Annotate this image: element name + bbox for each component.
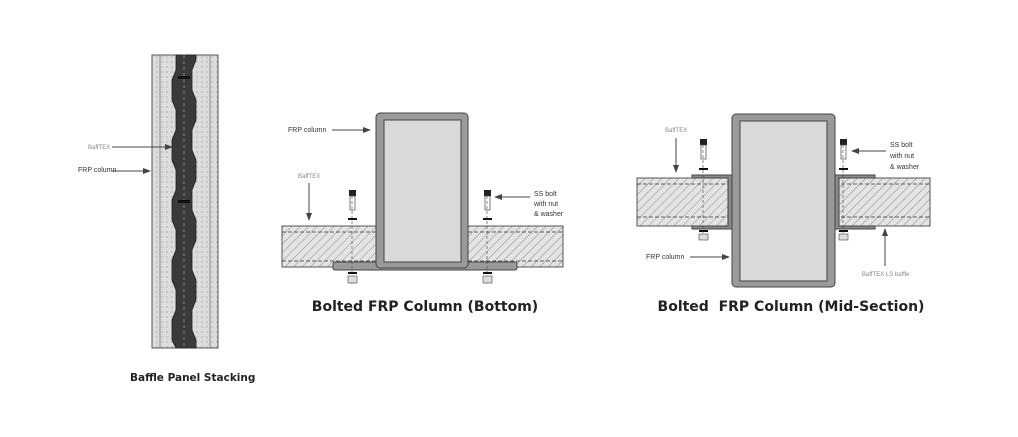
label-ls-baffle: BaffTEX LS baffle	[862, 272, 910, 278]
label-bolt-2: with nut	[889, 153, 914, 160]
frp-column-interior	[383, 119, 462, 263]
baffle-panel-stacking: BaffTEX FRP column Baffle Panel Stacking	[78, 54, 255, 384]
label-bolt-3: & washer	[534, 211, 564, 218]
mid-title: Bolted FRP Column (Mid-Section)	[658, 299, 925, 315]
frp-column-zigzag	[171, 54, 197, 349]
right-bolt	[482, 190, 493, 286]
label-bafftex: BaffTEX	[665, 128, 687, 134]
label-frp-column: FRP column	[646, 254, 684, 261]
label-frp-column: FRP column	[78, 167, 116, 174]
right-baffle-panel	[834, 177, 931, 227]
label-frp-column: FRP column	[288, 127, 326, 134]
bolted-column-bottom: FRP column BaffTEX SS bolt with nut & wa…	[281, 112, 564, 315]
frp-column-interior	[739, 120, 828, 282]
stacking-title: Baffle Panel Stacking	[130, 372, 255, 384]
label-bolt-3: & washer	[890, 164, 920, 171]
label-bafftex: BaffTEX	[298, 174, 320, 180]
label-bafftex: BaffTEX	[88, 145, 110, 151]
label-bolt-2: with nut	[533, 201, 558, 208]
left-bolt	[698, 139, 709, 241]
bolted-column-mid: BaffTEX SS bolt with nut & washer FRP co…	[636, 113, 931, 315]
label-bolt-1: SS bolt	[890, 142, 913, 149]
left-bolt	[347, 190, 358, 286]
bolt-marker	[178, 200, 190, 203]
left-baffle-panel	[636, 177, 733, 227]
bottom-title: Bolted FRP Column (Bottom)	[312, 299, 538, 315]
bolt-marker	[178, 76, 190, 79]
label-bolt-1: SS bolt	[534, 191, 557, 198]
right-bolt	[838, 139, 849, 241]
